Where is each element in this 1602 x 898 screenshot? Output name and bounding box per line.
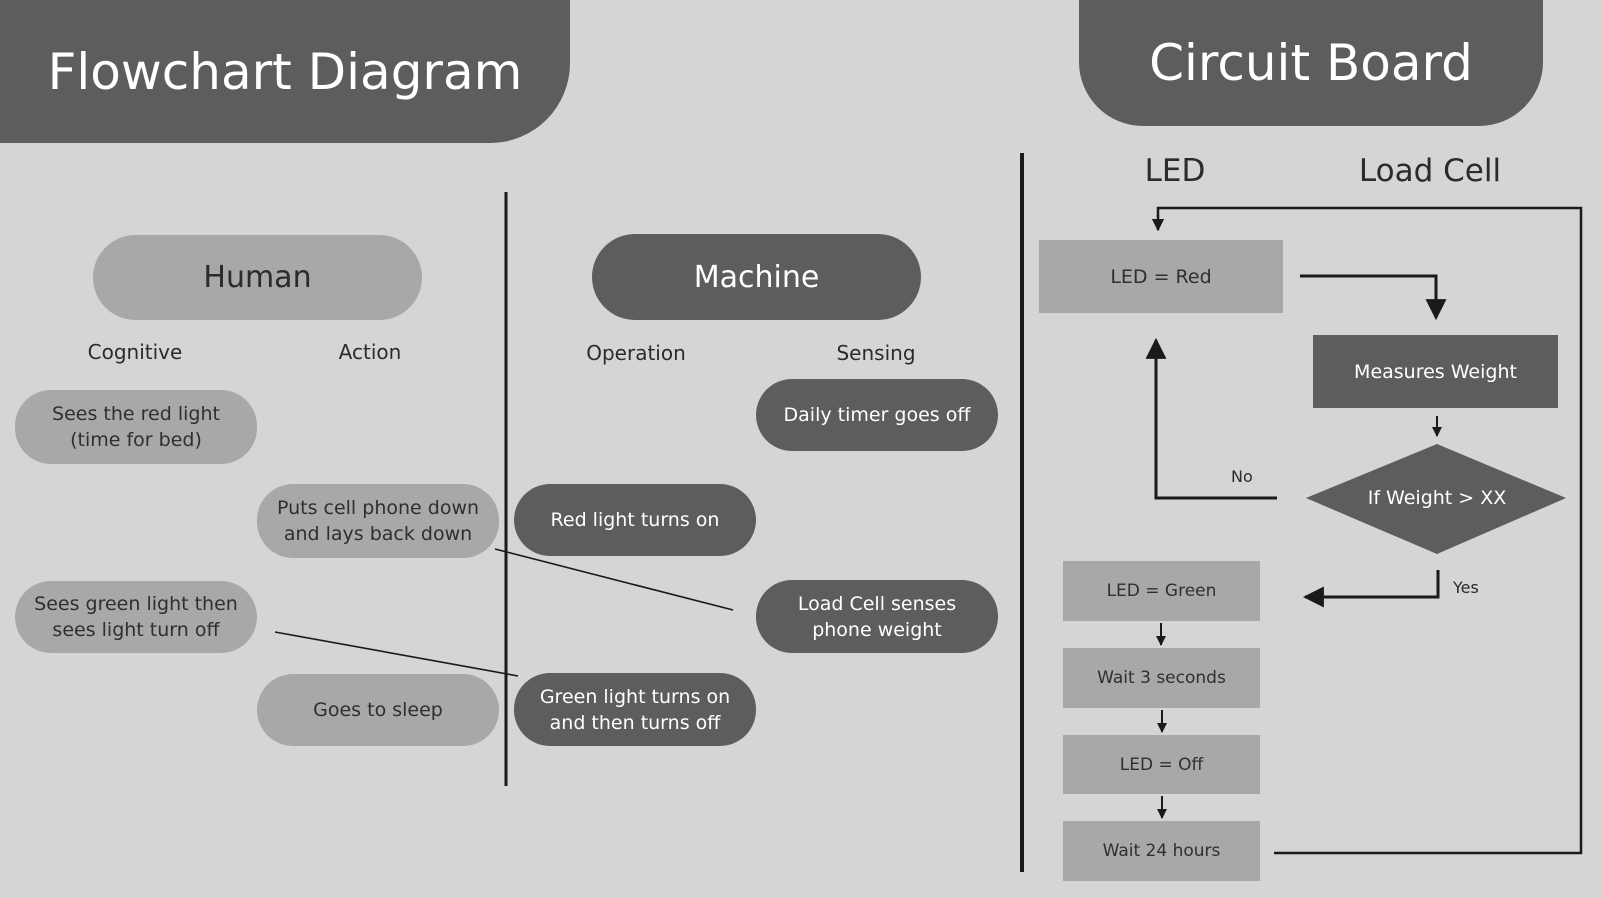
machine-header: Machine [592, 234, 921, 320]
circuit-title-text: Circuit Board [1149, 34, 1473, 92]
connector-green-to-sees [274, 631, 519, 677]
no-arrow [1145, 337, 1277, 500]
node-decision-text: If Weight > XX [1367, 487, 1507, 509]
node-goes-to-sleep: Goes to sleep [257, 674, 499, 746]
flowchart-title-text: Flowchart Diagram [47, 42, 523, 101]
node-wait-3-seconds: Wait 3 seconds [1063, 648, 1260, 708]
node-led-green: LED = Green [1063, 561, 1260, 621]
node-wait-24-hours: Wait 24 hours [1063, 821, 1260, 881]
node-led-red: LED = Red [1039, 240, 1283, 313]
red-to-measures-arrow [1300, 274, 1447, 321]
node-sees-green-light: Sees green light then sees light turn of… [15, 581, 257, 653]
circuit-title: Circuit Board [1079, 0, 1543, 126]
node-sees-red-light: Sees the red light (time for bed) [15, 390, 257, 464]
load-cell-label: Load Cell [1358, 153, 1502, 189]
connector-phone-to-loadcell [494, 548, 734, 611]
node-red-light-on: Red light turns on [514, 484, 756, 556]
node-measures-weight: Measures Weight [1313, 335, 1558, 408]
sensing-label: Sensing [836, 341, 916, 365]
machine-header-text: Machine [693, 259, 820, 295]
human-header: Human [93, 235, 422, 320]
action-label: Action [338, 340, 402, 364]
node-led-off: LED = Off [1063, 735, 1260, 794]
led-label: LED [1144, 153, 1206, 189]
node-load-cell-senses: Load Cell senses phone weight [756, 580, 998, 653]
edge-label-no: No [1231, 467, 1253, 486]
flowchart-title: Flowchart Diagram [0, 0, 570, 143]
operation-label: Operation [586, 341, 686, 365]
human-header-text: Human [203, 260, 312, 295]
node-green-light-on: Green light turns on and then turns off [514, 673, 756, 746]
node-daily-timer: Daily timer goes off [756, 379, 998, 451]
edge-label-yes: Yes [1453, 578, 1479, 597]
cognitive-label: Cognitive [87, 340, 183, 364]
node-puts-phone-down: Puts cell phone down and lays back down [257, 484, 499, 558]
yes-arrow [1302, 570, 1440, 608]
